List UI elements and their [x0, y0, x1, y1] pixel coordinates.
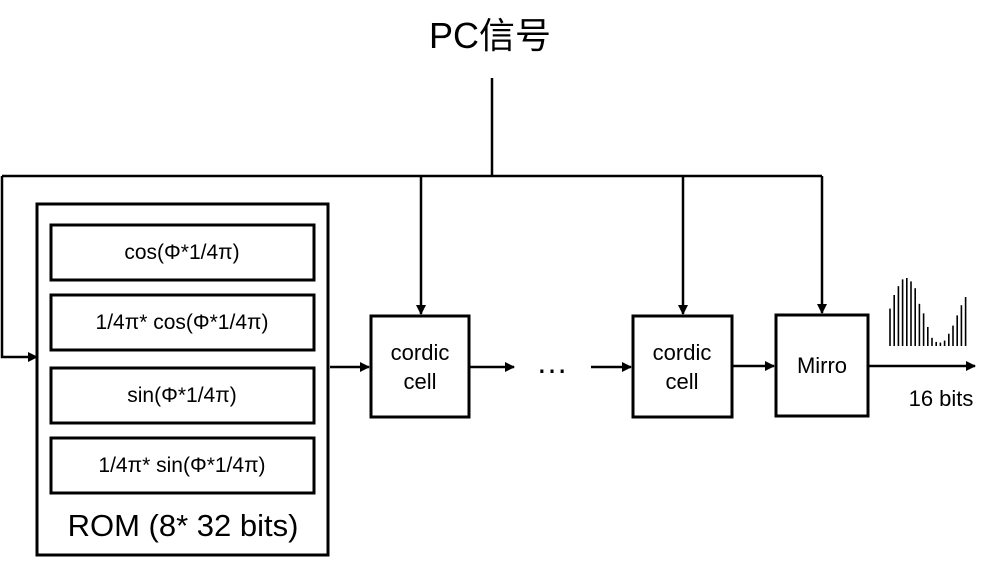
pc-signal-title: PC信号 [428, 15, 551, 56]
mirror-label: Mirro [796, 353, 848, 378]
pc-to-rom-wire [0, 176, 38, 362]
mirror-block [774, 313, 870, 418]
cordic-cell-1 [369, 314, 471, 419]
rom-caption: ROM (8* 32 bits) [67, 508, 299, 543]
rom-entry-3: sin(Φ*1/4π) [127, 384, 237, 407]
rom-entry-box-3 [49, 366, 316, 425]
rom-entry-box-2 [49, 293, 316, 352]
rom-entry-1: cos(Φ*1/4π) [124, 241, 240, 264]
cordic-cell-1-line1: cordic [390, 340, 450, 365]
rom-entry-4: 1/4π* sin(Φ*1/4π) [98, 454, 266, 477]
cordic-cell-2 [631, 314, 734, 419]
output-waveform [889, 278, 967, 346]
output-width-label: 16 bits [908, 386, 974, 411]
rom-entry-2: 1/4π* cos(Φ*1/4π) [95, 311, 269, 334]
rom-entry-box-1 [49, 223, 316, 282]
cordic-cell-2-line1: cordic [652, 340, 712, 365]
cordic-cell-2-label: cordic cell [633, 338, 731, 396]
ellipsis: … [536, 344, 570, 380]
cordic-cell-1-line2: cell [403, 369, 437, 394]
cordic-cell-1-label: cordic cell [371, 338, 469, 396]
rom-entry-box-4 [49, 436, 316, 495]
cordic-cell-2-line2: cell [665, 369, 699, 394]
